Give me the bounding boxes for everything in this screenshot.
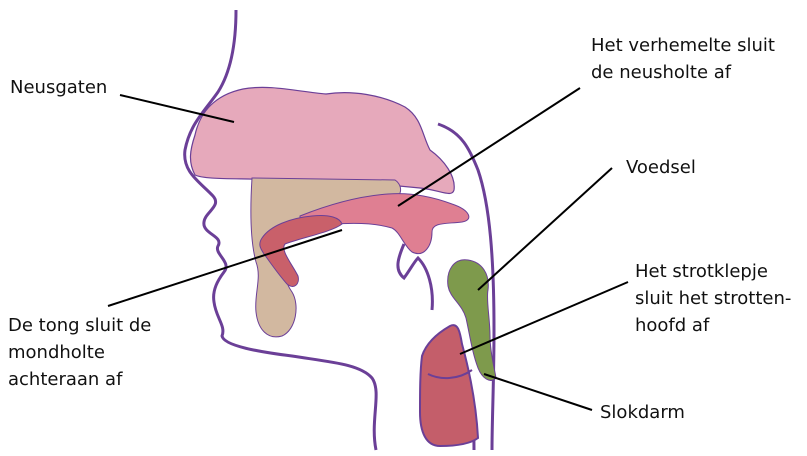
label-strotklepje-line2: sluit het strotten- (635, 288, 791, 309)
nasal-cavity (190, 87, 454, 193)
label-verhemelte-line1: Het verhemelte sluit (591, 35, 775, 56)
label-tong-line3: achteraan af (8, 369, 123, 390)
larynx (420, 325, 478, 446)
label-strotklepje-line1: Het strotklepje (635, 261, 768, 282)
label-tong-line2: mondholte (8, 342, 105, 363)
label-strotklepje-line3: hoofd af (635, 315, 710, 336)
label-voedsel: Voedsel (626, 157, 696, 178)
leader-line-tong (108, 230, 342, 306)
oropharynx-outline (398, 244, 432, 310)
label-neusgaten: Neusgaten (10, 77, 107, 98)
label-verhemelte-line2: de neusholte af (591, 62, 732, 83)
leader-line-slokdarm (484, 374, 592, 410)
label-tong-line1: De tong sluit de (8, 315, 151, 336)
leader-line-voedsel (478, 168, 612, 290)
label-slokdarm: Slokdarm (600, 402, 685, 423)
